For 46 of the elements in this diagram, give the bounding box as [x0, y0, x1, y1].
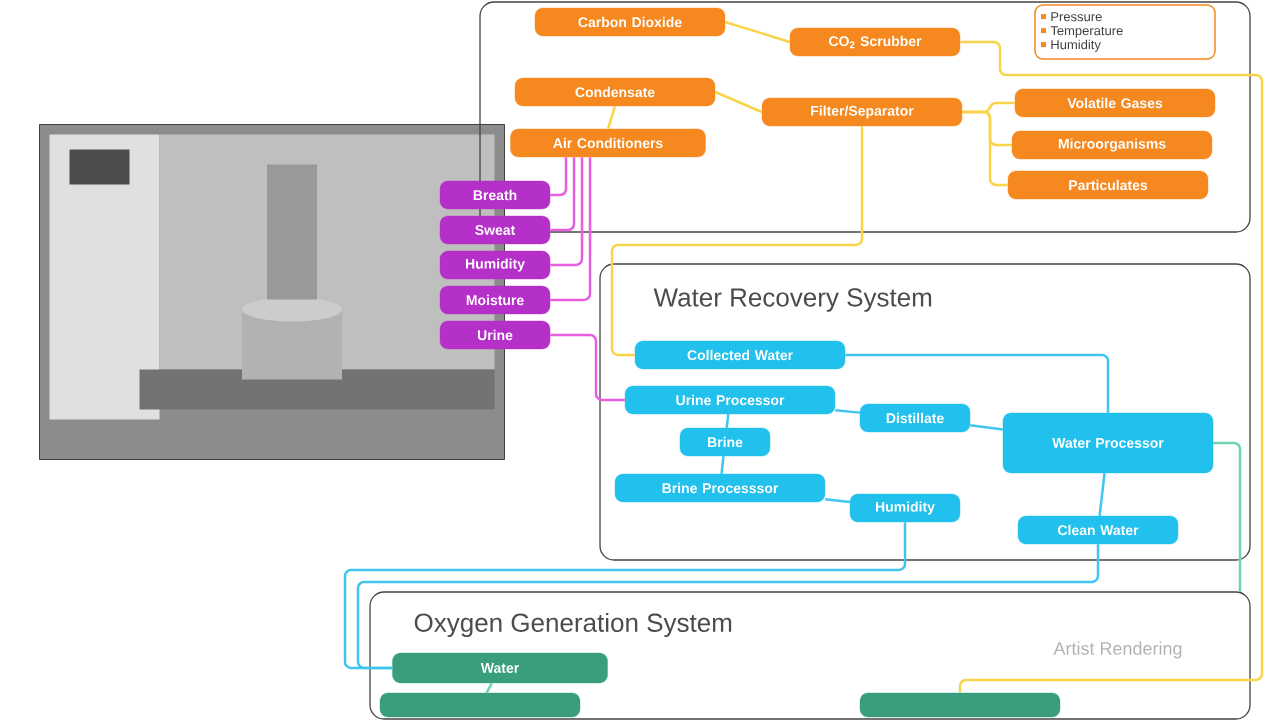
- process-box: [379, 692, 581, 718]
- process-box: Volatile Gases: [1014, 88, 1216, 118]
- process-box: Distillate: [859, 403, 971, 433]
- pipe-line: [714, 90, 763, 114]
- input-box: Breath: [439, 180, 551, 210]
- pipe-line: [725, 414, 730, 428]
- pipe-line: [485, 682, 493, 694]
- process-box: Condensate: [514, 77, 716, 107]
- pipe-line: [845, 353, 1110, 413]
- process-box: Collected Water: [634, 340, 846, 370]
- pipe-line: [720, 456, 725, 474]
- pipe-line: [825, 498, 850, 504]
- pipe-line: [835, 408, 860, 414]
- process-box: Brine: [679, 427, 771, 457]
- process-box: CO$_{2}$ Scrubber: [789, 27, 961, 57]
- pipe-line: [343, 522, 907, 670]
- pipe-line: [1098, 473, 1106, 516]
- pipe-line: [550, 333, 625, 402]
- pipe-line: [970, 423, 1003, 431]
- process-box: [859, 692, 1061, 718]
- process-box: Filter/Separator: [761, 97, 963, 127]
- process-box: Air Conditioners: [510, 128, 706, 158]
- process-box: Clean Water: [1017, 515, 1179, 545]
- process-box: Urine Processor: [624, 385, 836, 415]
- pipe-line: [356, 544, 1100, 670]
- input-box: Urine: [439, 320, 551, 350]
- note-text: Artist Rendering: [1053, 641, 1182, 659]
- pipe-line: [550, 157, 584, 267]
- pipe-line: [610, 126, 864, 357]
- pipe-line: [550, 157, 592, 302]
- pipe-line: [724, 20, 791, 44]
- process-box: Water: [392, 652, 608, 684]
- bullet-list-box: Pressure Temperature Humidity: [1034, 4, 1216, 60]
- input-box: Sweat: [439, 215, 551, 245]
- process-box: Microorganisms: [1011, 130, 1213, 160]
- process-box: Water Processor: [1002, 412, 1214, 474]
- process-box: Carbon Dioxide: [534, 7, 726, 37]
- input-box: Moisture: [439, 285, 551, 315]
- pipe-line: [550, 157, 576, 232]
- pipe-line: [606, 105, 617, 130]
- process-box: Particulates: [1007, 170, 1209, 200]
- process-box: Brine Processsor: [614, 473, 826, 503]
- pipe-line: [550, 157, 568, 197]
- pipe-line: [1213, 441, 1242, 592]
- process-box: Humidity: [849, 493, 961, 523]
- input-box: Humidity: [439, 250, 551, 280]
